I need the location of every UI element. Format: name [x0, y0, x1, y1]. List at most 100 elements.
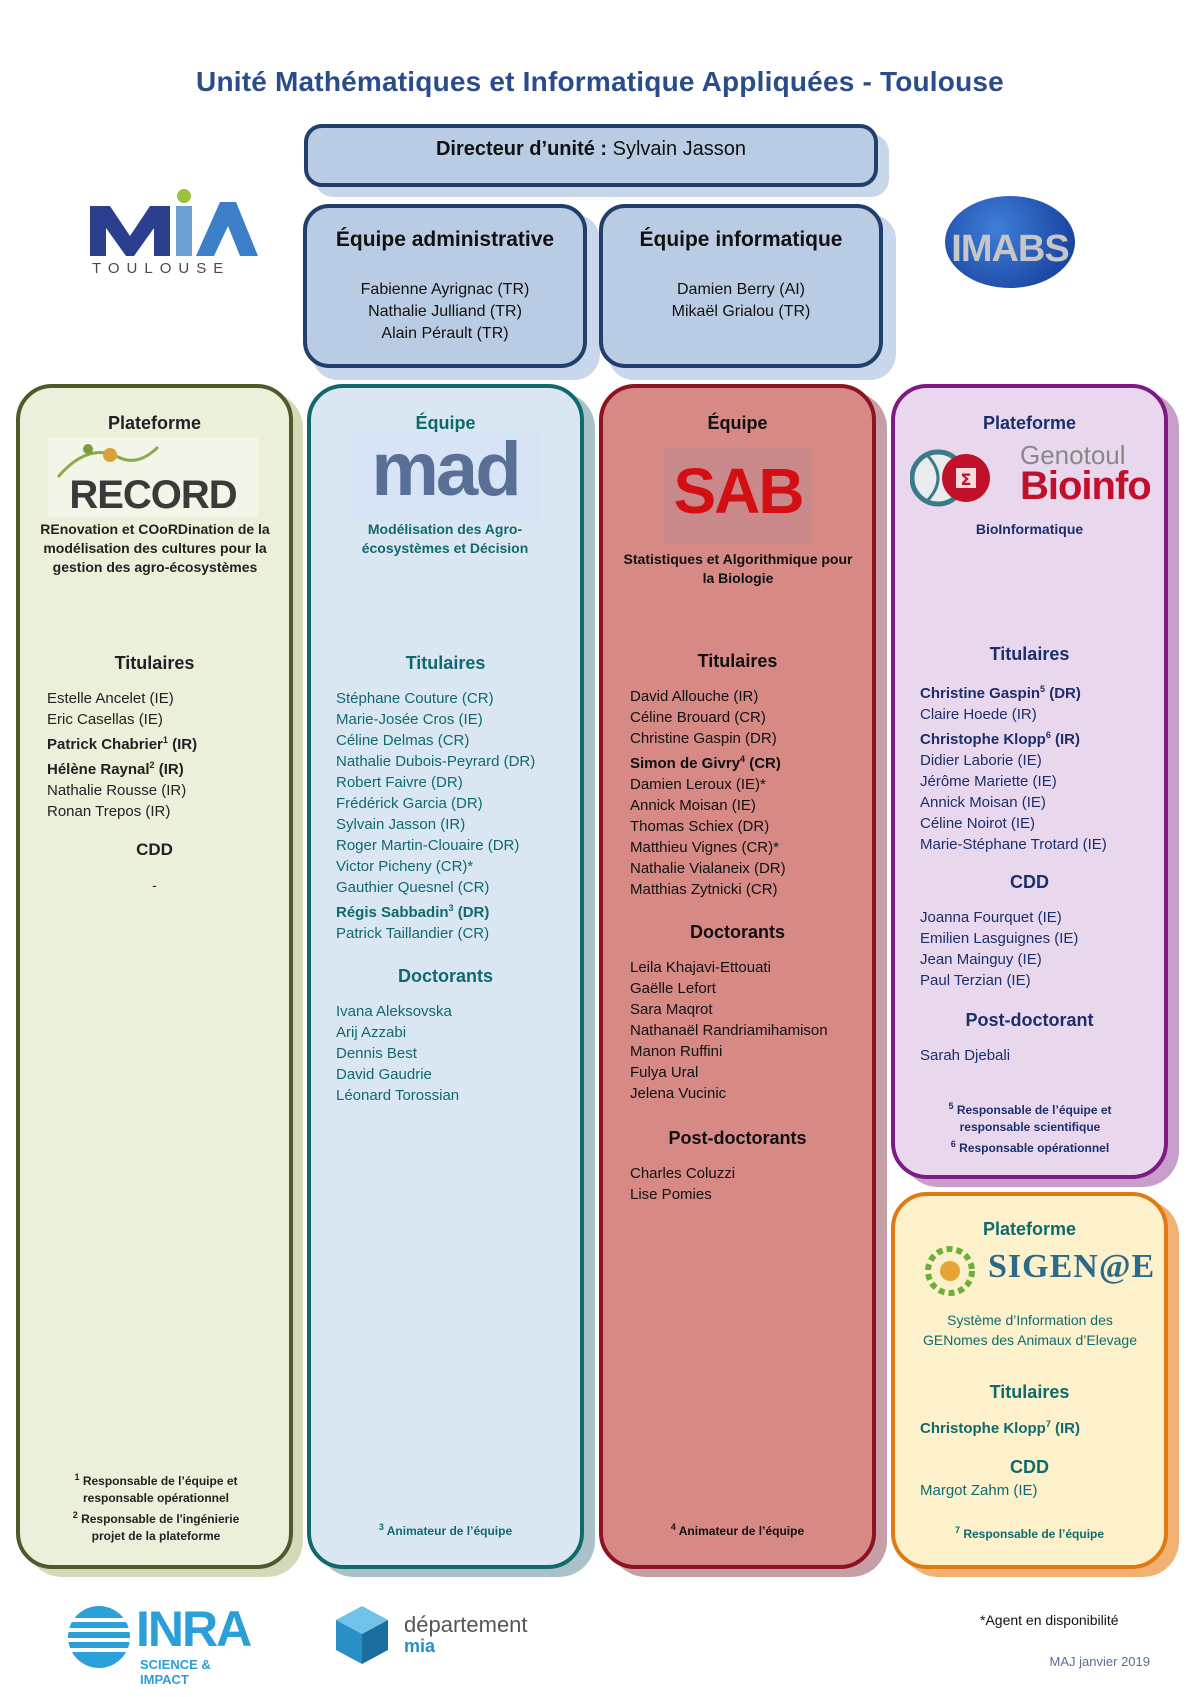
list-item: Christine Gaspin5 (DR) [920, 684, 1081, 702]
bioinfo-subtitle: BioInformatique [975, 521, 1084, 537]
list-item: Céline Noirot (IE) [920, 815, 1036, 832]
list-item: Patrick Taillandier (CR) [336, 925, 490, 942]
mad-note: 3 Animateur de l’équipe [378, 1522, 513, 1538]
sab-titulaires-label: Titulaires [697, 651, 778, 671]
sigenae-titulaires-label: Titulaires [989, 1382, 1070, 1402]
list-item: Sylvain Jasson (IR) [336, 816, 466, 833]
record-note-1: 1 Responsable de l’équipe et responsable… [74, 1472, 238, 1505]
list-item: Jérôme Mariette (IE) [920, 773, 1057, 790]
record-note-2: 2 Responsable de l'ingénierie projet de … [72, 1510, 240, 1543]
inra-logo-text: INRA [136, 1601, 252, 1657]
record-titulaires: Estelle Ancelet (IE) Eric Casellas (IE) … [47, 688, 287, 822]
list-item: Estelle Ancelet (IE) [47, 690, 174, 707]
sigenae-column [891, 1192, 1168, 1569]
bioinfo-notes: 5 Responsable de l’équipe et responsable… [930, 1098, 1130, 1157]
list-item: Jelena Vucinic [630, 1085, 727, 1102]
list-item: Robert Faivre (DR) [336, 774, 463, 791]
list-item: Joanna Fourquet (IE) [920, 909, 1062, 926]
bioinfo-postdocs: Sarah Djebali [920, 1045, 1160, 1066]
list-item: Nathalie Dubois-Peyrard (DR) [336, 753, 536, 770]
record-subtitle: REnovation et COoRDination de la modélis… [40, 521, 270, 575]
inra-logo-sub: SCIENCE & IMPACT [140, 1657, 211, 1687]
admin-box [303, 204, 587, 368]
sigenae-cdd-label: CDD [1010, 1457, 1049, 1477]
list-item: Marie-Josée Cros (IE) [336, 711, 483, 728]
list-item: Christine Gaspin (DR) [630, 730, 777, 747]
list-item: Christophe Klopp6 (IR) [920, 730, 1081, 748]
mad-logo-text: mad [371, 427, 521, 512]
dept-mia-cube-icon [336, 1606, 388, 1664]
svg-text:Σ: Σ [961, 470, 972, 489]
mad-titulaires: Stéphane Couture (CR) Marie-Josée Cros (… [336, 688, 576, 944]
dept-mia-logo: département mia [334, 1604, 544, 1674]
mia-logo-sub: TOULOUSE [92, 260, 231, 277]
bioinfo-logo-main: Bioinfo [1020, 464, 1152, 508]
sigenae-note: 7 Responsable de l’équipe [954, 1525, 1105, 1541]
list-item: Hélène Raynal2 (IR) [47, 760, 184, 778]
record-cdd: - [152, 877, 157, 893]
info-member: Damien Berry (AI) [676, 281, 806, 298]
list-item: Roger Martin-Clouaire (DR) [336, 837, 520, 854]
sigenae-logo-text: SIGEN@E [988, 1248, 1156, 1285]
sab-doctorants-label: Doctorants [689, 922, 785, 942]
dept-logo-sub: mia [404, 1636, 436, 1656]
list-item: Gaëlle Lefort [630, 980, 716, 997]
list-item: Emilien Lasguignes (IE) [920, 930, 1079, 947]
list-item: David Allouche (IR) [630, 688, 759, 705]
bioinfo-postdoc-label: Post-doctorant [965, 1010, 1094, 1030]
sab-logo: SAB [664, 448, 812, 544]
bioinfo-head: Plateforme [982, 413, 1077, 433]
mad-subtitle: Modélisation des Agro-écosystèmes et Déc… [361, 521, 529, 556]
info-member: Mikaël Grialou (TR) [671, 303, 811, 320]
list-item: Simon de Givry4 (CR) [630, 754, 781, 772]
admin-member: Fabienne Ayrignac (TR) [360, 281, 530, 298]
sigenae-cdd: Margot Zahm (IE) [920, 1480, 1160, 1501]
bioinfo-logo-top: Genotoul [1020, 440, 1126, 470]
director-line: Directeur d’unité : Sylvain Jasson [304, 138, 878, 161]
sigenae-logo-mark [925, 1246, 975, 1296]
list-item: Ivana Aleksovska [336, 1003, 452, 1020]
list-item: Céline Delmas (CR) [336, 732, 470, 749]
inra-logo: INRA SCIENCE & IMPACT [66, 1600, 256, 1687]
bioinfo-cdd: Joanna Fourquet (IE) Emilien Lasguignes … [920, 907, 1160, 991]
imabs-logo-text: IMABS [951, 228, 1069, 270]
list-item: Eric Casellas (IE) [47, 711, 163, 728]
footer-maj: MAJ janvier 2019 [1049, 1654, 1150, 1669]
sigenae-titulaires: Christophe Klopp7 (IR) [920, 1414, 1160, 1439]
list-item: Claire Hoede (IR) [920, 706, 1037, 723]
admin-member: Alain Pérault (TR) [381, 325, 509, 342]
mia-logo-mark [90, 189, 258, 256]
list-item: Léonard Torossian [336, 1087, 460, 1104]
list-item: Fulya Ural [630, 1064, 699, 1081]
mad-titulaires-label: Titulaires [405, 653, 486, 673]
list-item: Annick Moisan (IE) [920, 794, 1046, 811]
bioinfo-logo-mark: Σ [910, 449, 990, 507]
sab-column [599, 384, 876, 1569]
list-item: Damien Leroux (IE)* [630, 776, 766, 793]
mad-logo: mad [350, 427, 540, 522]
record-logo: RECORD [48, 437, 258, 517]
mad-doctorants: Ivana Aleksovska Arij Azzabi Dennis Best… [336, 1001, 576, 1106]
list-item: Dennis Best [336, 1045, 417, 1062]
list-item: Manon Ruffini [630, 1043, 723, 1060]
info-box [599, 204, 883, 368]
page-title: Unité Mathématiques et Informatique Appl… [196, 66, 1004, 97]
record-head: Plateforme [107, 413, 202, 433]
sab-postdoc-label: Post-doctorants [668, 1128, 807, 1148]
list-item: Marie-Stéphane Trotard (IE) [920, 836, 1107, 853]
bioinfo-cdd-label: CDD [1010, 872, 1049, 892]
mia-logo: TOULOUSE [88, 188, 258, 283]
list-item: Margot Zahm (IE) [920, 1482, 1038, 1499]
list-item: Christophe Klopp7 (IR) [920, 1419, 1081, 1437]
list-item: Matthias Zytnicki (CR) [630, 881, 778, 898]
list-item: Paul Terzian (IE) [920, 972, 1031, 989]
sigenae-subtitle: Système d’Information des GENomes des An… [923, 1312, 1137, 1348]
bioinfo-note-2: 6 Responsable opérationnel [950, 1139, 1110, 1155]
info-title: Équipe informatique [639, 228, 843, 251]
bioinfo-logo: Σ Genotoul Bioinfo [910, 440, 1152, 516]
list-item: Gauthier Quesnel (CR) [336, 879, 490, 896]
list-item: Frédérick Garcia (DR) [336, 795, 483, 812]
record-titulaires-label: Titulaires [114, 653, 195, 673]
list-item: Charles Coluzzi [630, 1165, 736, 1182]
list-item: Sarah Djebali [920, 1047, 1011, 1064]
